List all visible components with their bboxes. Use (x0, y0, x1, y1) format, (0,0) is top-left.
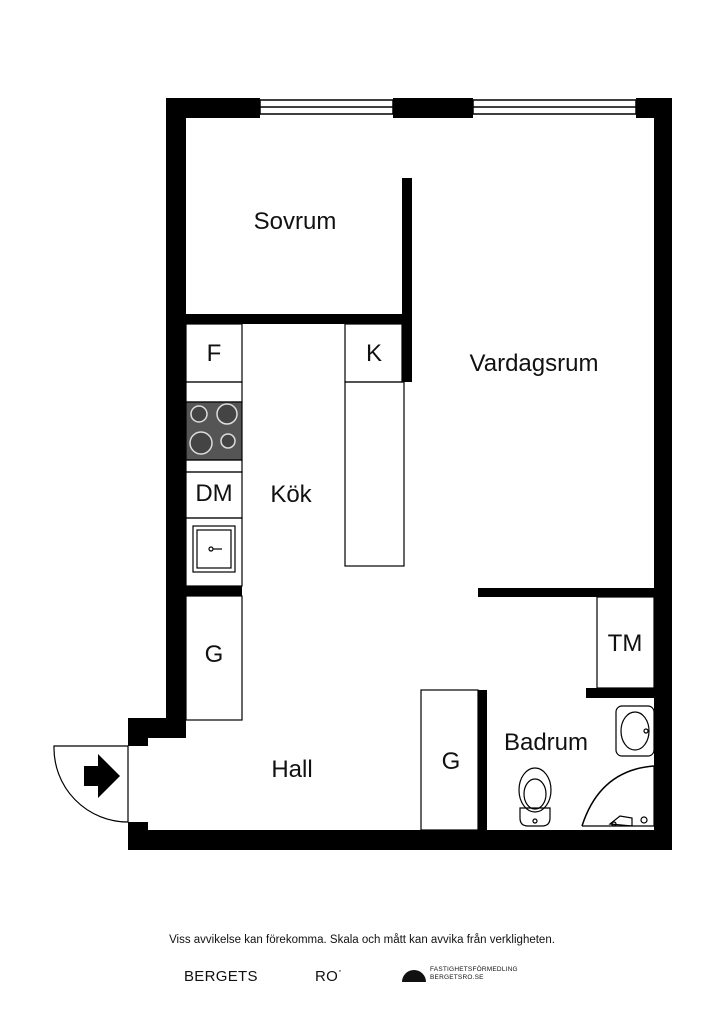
fixture-label-fridge: F (207, 340, 222, 367)
fixture-label-washer: TM (608, 630, 643, 657)
fixture-label-wardrobe-hall: G (442, 748, 461, 775)
wall-bottom (128, 830, 672, 850)
sink-cabinet (185, 517, 243, 587)
wardrobe-hall-box (420, 689, 479, 831)
wall-left-lower-b (128, 822, 148, 850)
room-label-sovrum: Sovrum (254, 208, 337, 235)
wall-bedroom-bottom (186, 314, 412, 324)
brand-name-right: RO˙ (315, 968, 344, 985)
sink-inner (196, 529, 232, 569)
entrance-arrow-icon (84, 754, 120, 798)
burner-icon (190, 405, 208, 423)
counter-strip (185, 381, 243, 403)
fixture-label-wardrobe-kitchen: G (205, 641, 224, 668)
burner-icon (220, 433, 236, 449)
windows (259, 99, 637, 115)
wardrobe-kitchen-box (185, 595, 243, 721)
kitchen-island (344, 323, 405, 567)
logo-line-1: FASTIGHETSFÖRMEDLING (430, 966, 518, 973)
wall-bedroom-right (402, 178, 412, 382)
outer-walls (128, 98, 672, 850)
bathroom-fixtures (518, 705, 655, 827)
shower-icon (581, 765, 655, 827)
wall-right (654, 98, 672, 850)
toilet-icon (518, 767, 552, 827)
fixture-label-k: K (366, 340, 382, 367)
disclaimer-text: Viss avvikelse kan förekomma. Skala och … (169, 934, 555, 946)
brand-name-left: BERGETS (184, 968, 258, 985)
wall-top-middle (393, 98, 473, 118)
room-label-badrum: Badrum (504, 729, 588, 756)
sink-basin (192, 525, 236, 573)
wall-living-bath (478, 588, 654, 597)
washbasin-icon (615, 705, 655, 757)
wall-left (166, 98, 186, 720)
room-label-hall: Hall (271, 756, 312, 783)
stove-burners (189, 403, 238, 455)
island-counter (344, 381, 405, 567)
entrance-door (53, 745, 129, 823)
sink-icon (208, 546, 222, 552)
realtor-logo-text: FASTIGHETSFÖRMEDLING BERGETSRO.SE (430, 966, 518, 981)
logo-line-2: BERGETSRO.SE (430, 973, 484, 981)
fixture-label-dishwasher: DM (195, 480, 232, 507)
room-label-vardagsrum: Vardagsrum (470, 350, 599, 377)
wall-tm-bottom (586, 688, 654, 698)
wall-kitchen-sink-divider (186, 586, 242, 596)
interior-walls (186, 178, 654, 830)
counter-strip-2 (185, 459, 243, 473)
washer-box (596, 596, 655, 689)
wall-bath-left (478, 690, 487, 830)
wall-top-left (166, 98, 260, 118)
room-label-kok: Kök (270, 481, 312, 508)
wall-left-lower-a (128, 718, 148, 746)
burner-icon (216, 403, 238, 425)
realtor-logo-icon (402, 970, 426, 982)
burner-icon (189, 431, 213, 455)
